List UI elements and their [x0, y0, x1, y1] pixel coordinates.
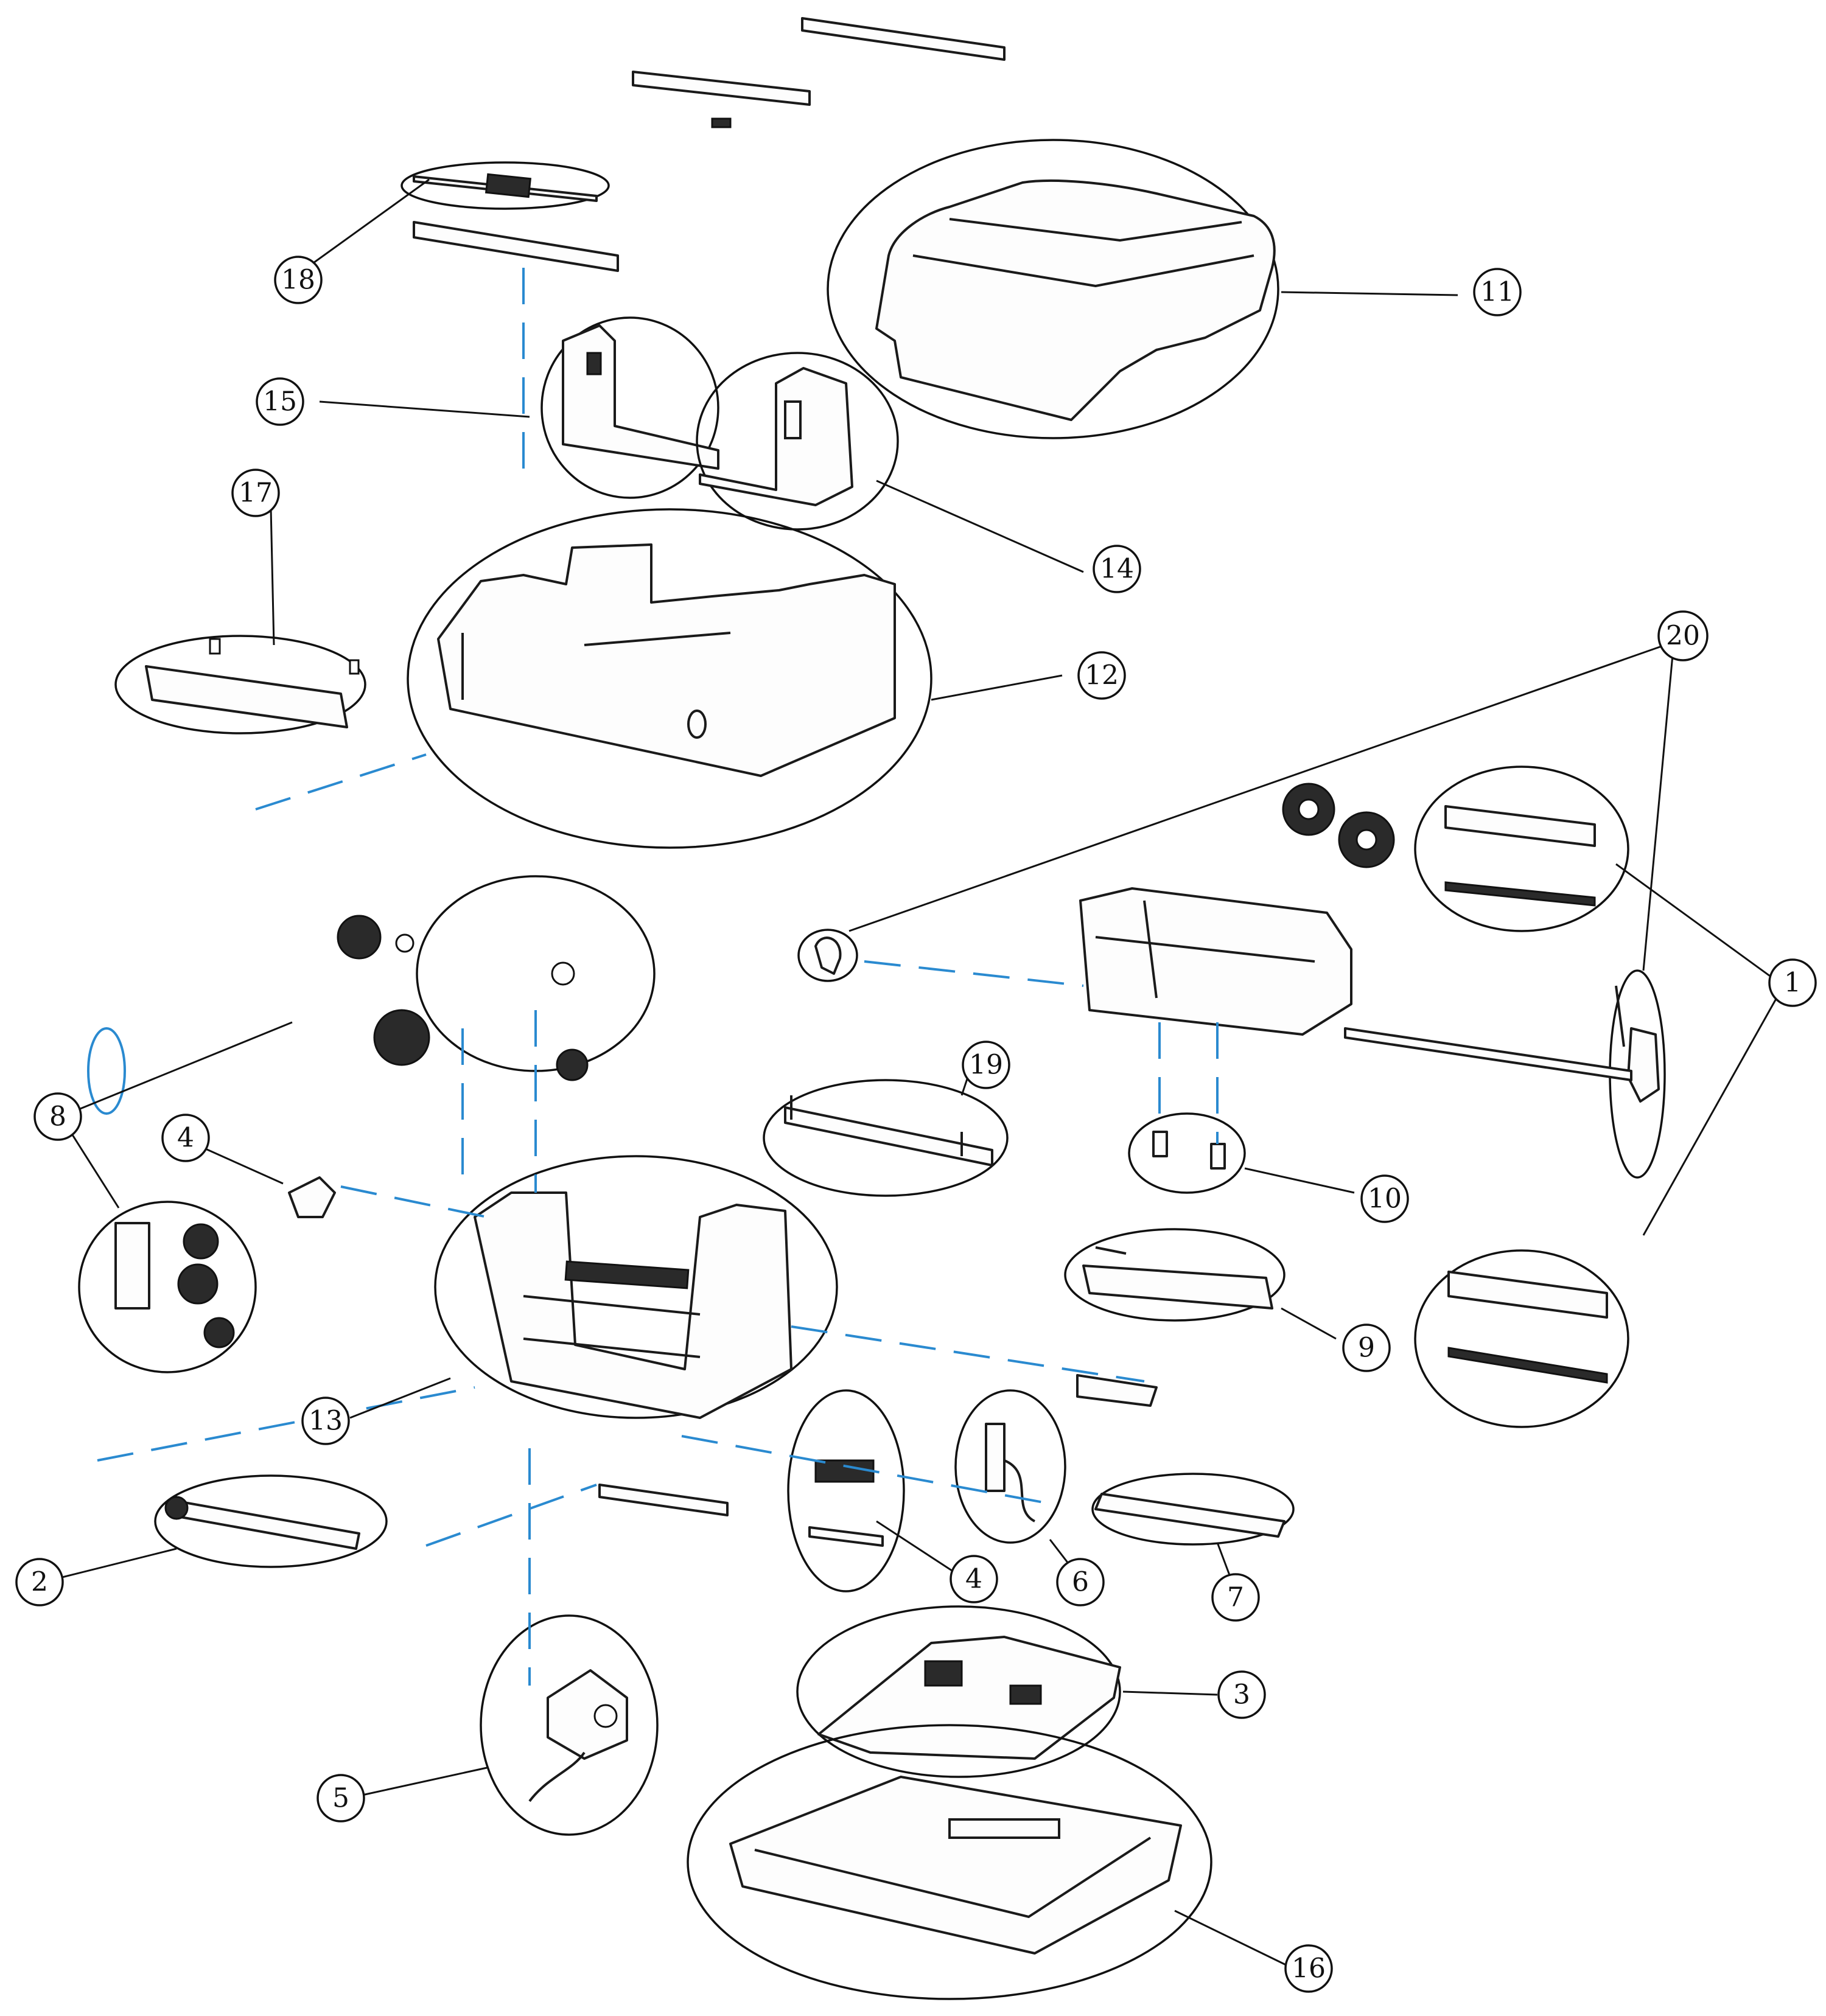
part-12-base-chassis	[407, 508, 932, 849]
callout-5-label: 5	[332, 1783, 349, 1814]
part-16-bottom-base	[687, 1724, 1212, 2000]
callout-7-label: 7	[1227, 1582, 1244, 1613]
part-17-group	[114, 635, 366, 734]
callout-13: 13	[301, 1397, 350, 1445]
callout-15: 15	[256, 377, 304, 426]
callout-13-label: 13	[309, 1406, 343, 1437]
callout-18: 18	[274, 256, 323, 304]
callout-4-center: 4	[950, 1555, 998, 1603]
part-9-group	[1064, 1228, 1286, 1322]
callout-19-label: 19	[969, 1050, 1003, 1081]
top-bracket-part	[632, 71, 811, 128]
callout-11: 11	[1473, 268, 1522, 316]
callout-6: 6	[1056, 1558, 1105, 1606]
callout-5: 5	[317, 1774, 365, 1822]
part-3-pcb	[796, 1605, 1121, 1778]
callout-4-center-label: 4	[965, 1564, 982, 1595]
part-18-group	[401, 161, 619, 272]
drive-gears-pair	[1282, 783, 1395, 868]
callout-14-label: 14	[1100, 554, 1134, 585]
callout-16-label: 16	[1292, 1953, 1326, 1984]
callout-1: 1	[1768, 958, 1817, 1007]
assembly-guide-lines	[97, 268, 1219, 1686]
part-10-group	[1128, 1112, 1246, 1194]
part-15-left-holder	[540, 316, 719, 499]
callout-3-label: 3	[1233, 1679, 1250, 1711]
callout-20-label: 20	[1666, 621, 1700, 652]
callout-2: 2	[15, 1558, 64, 1606]
callout-12-label: 12	[1085, 660, 1119, 691]
callout-10-label: 10	[1368, 1184, 1402, 1215]
part-13-main-frame	[434, 1155, 838, 1419]
callout-19: 19	[962, 1041, 1010, 1089]
part-4-center-group	[598, 1389, 905, 1592]
callout-10: 10	[1360, 1174, 1409, 1223]
callout-3: 3	[1217, 1670, 1266, 1719]
top-rod-part	[801, 17, 1006, 61]
part-1-group	[1414, 766, 1629, 1428]
part-14-right-holder	[696, 352, 899, 531]
callout-2-label: 2	[31, 1567, 48, 1598]
part-7-group	[1091, 1473, 1295, 1546]
callout-4-left-label: 4	[177, 1123, 194, 1154]
callout-1-label: 1	[1784, 968, 1801, 999]
callout-9: 9	[1342, 1324, 1391, 1372]
callout-17-label: 17	[239, 478, 273, 509]
callout-17: 17	[231, 469, 280, 517]
callout-20: 20	[1657, 610, 1709, 661]
part-4-left-group	[288, 1176, 336, 1218]
callout-9-label: 9	[1358, 1333, 1375, 1364]
callout-12: 12	[1077, 651, 1126, 700]
part-20-rod	[1344, 1027, 1632, 1081]
callout-8-label: 8	[49, 1101, 66, 1132]
part-11-top-cover	[827, 139, 1279, 439]
callout-8: 8	[33, 1092, 82, 1141]
print-head-frame	[1079, 887, 1352, 1036]
callout-15-label: 15	[263, 386, 297, 417]
callout-6-label: 6	[1072, 1567, 1089, 1598]
part-19-group	[763, 1079, 1009, 1197]
callout-16: 16	[1284, 1944, 1333, 1993]
callout-4-left: 4	[161, 1114, 210, 1162]
part-8-group	[78, 875, 656, 1373]
callout-11-label: 11	[1480, 277, 1514, 308]
callout-7: 7	[1211, 1573, 1260, 1622]
callout-18-label: 18	[281, 265, 315, 296]
part-5-motor	[480, 1614, 659, 1836]
part-6-group	[954, 1374, 1158, 1544]
callout-14: 14	[1093, 545, 1141, 593]
part-2-group	[154, 1474, 388, 1568]
